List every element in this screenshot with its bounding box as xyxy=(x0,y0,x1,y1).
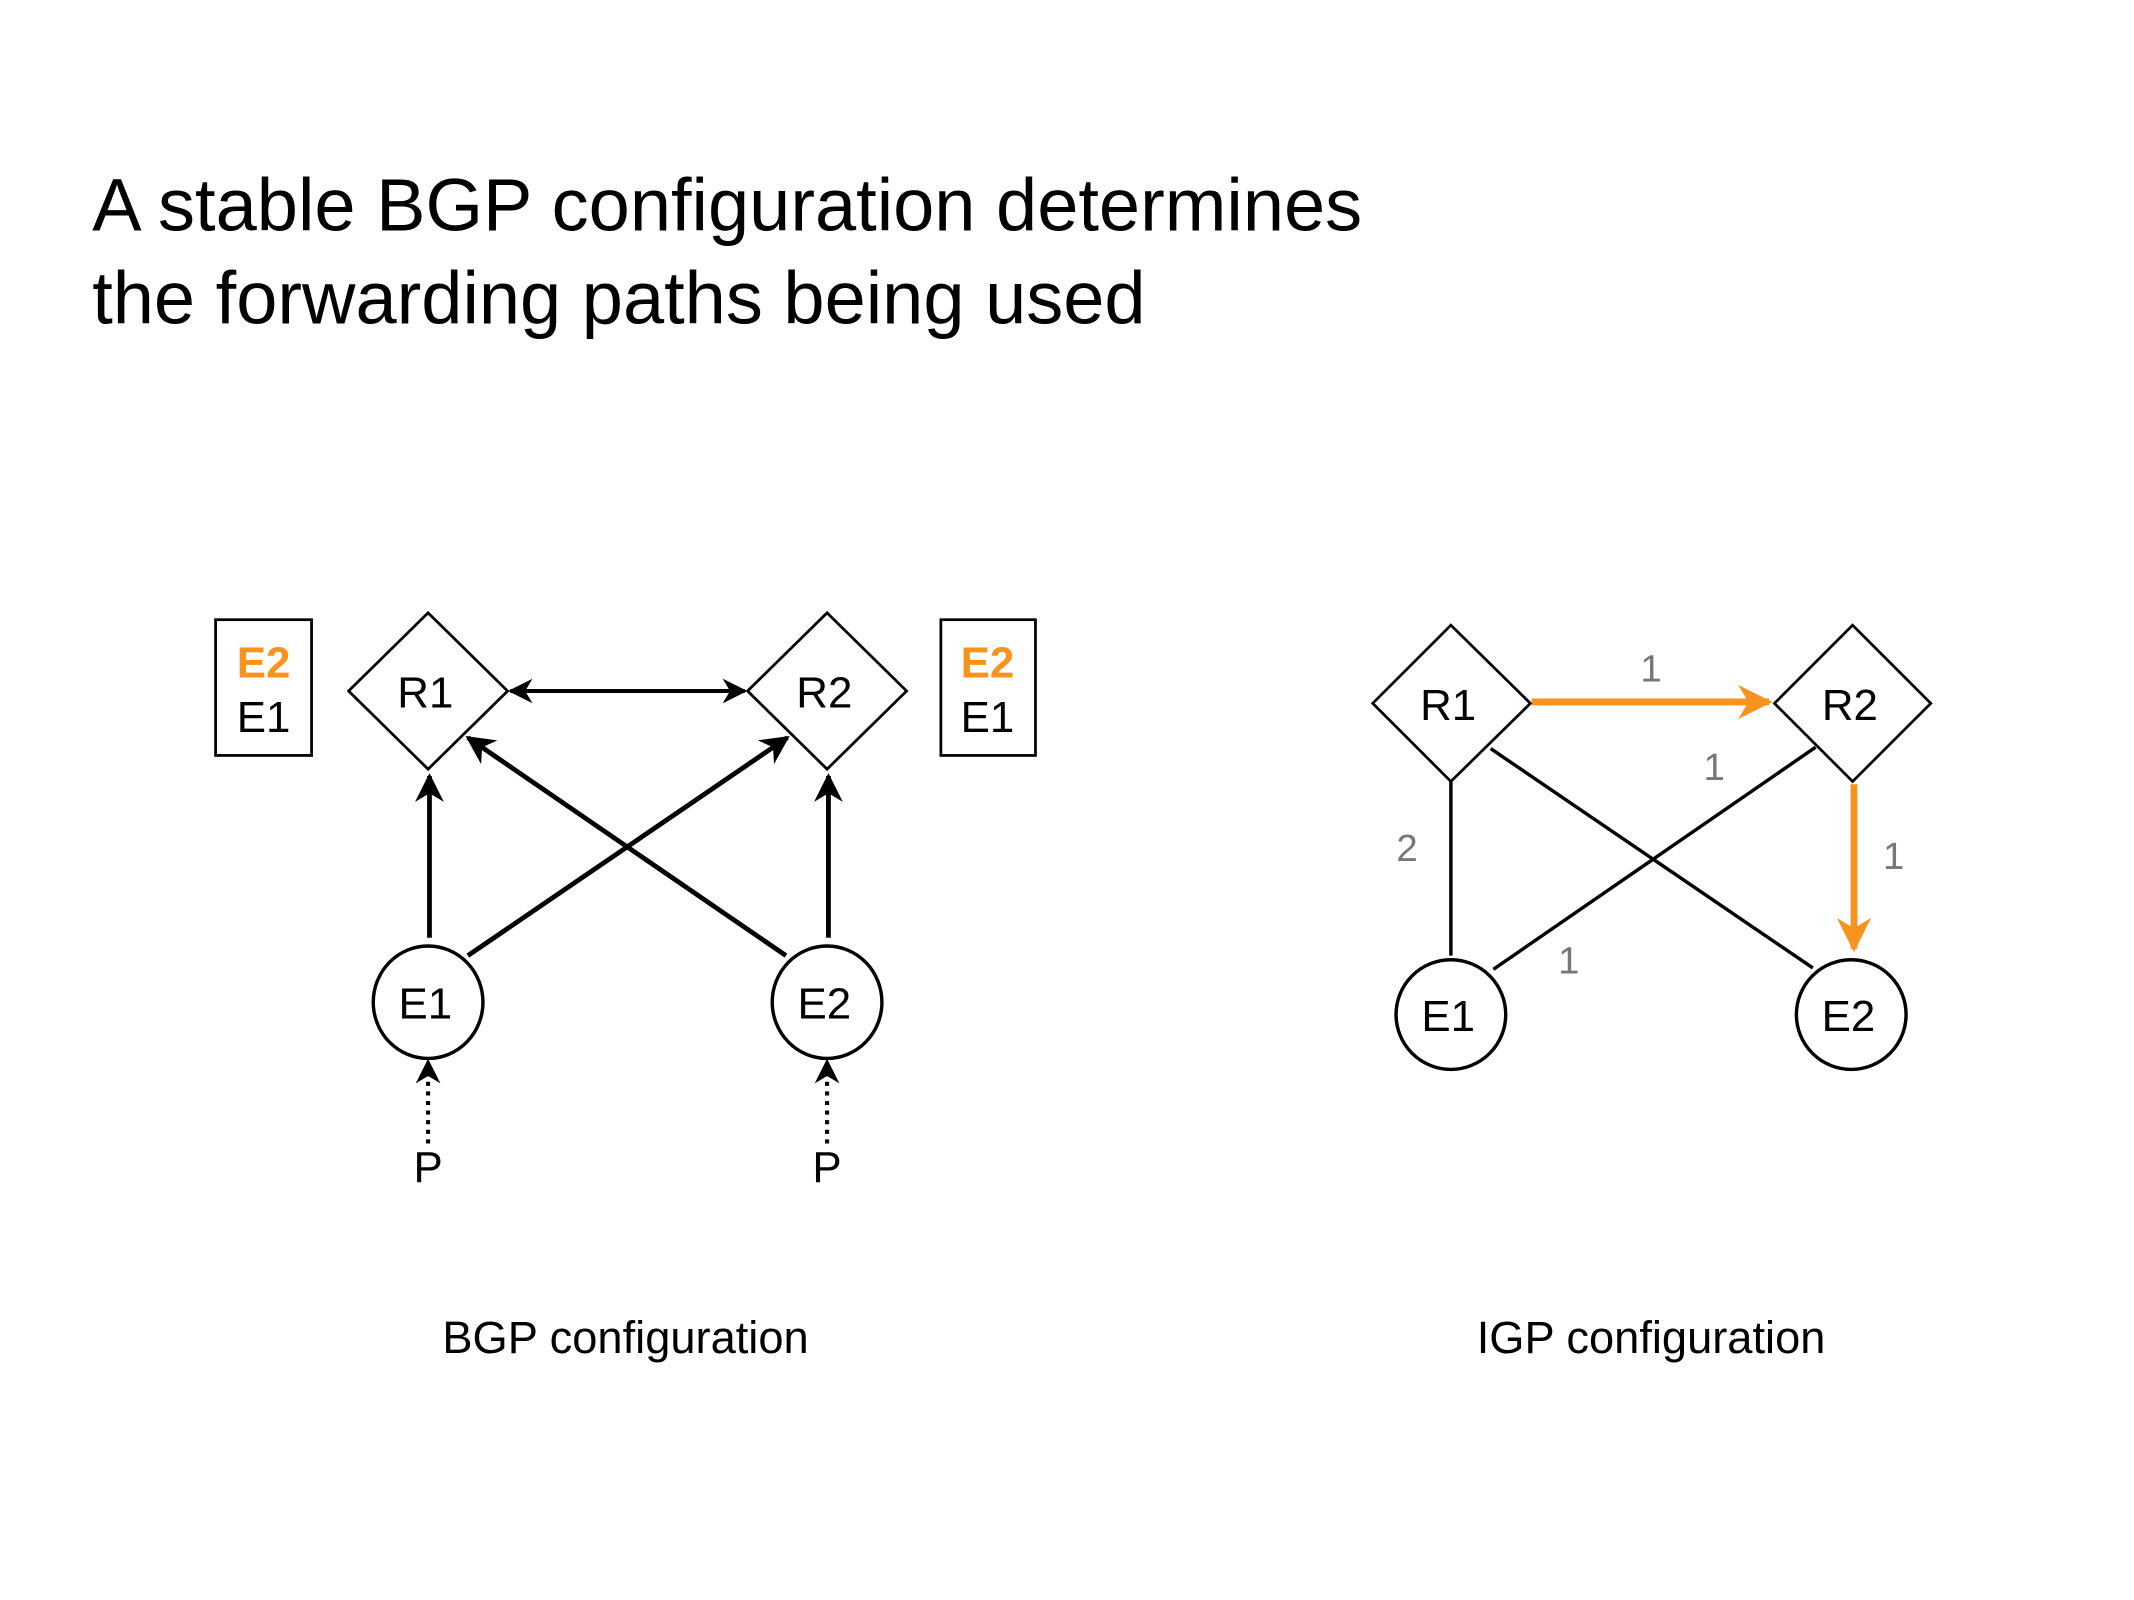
r2-e1-link xyxy=(1492,745,1817,971)
r1-table-other: E1 xyxy=(237,693,291,742)
r2-preference-table xyxy=(939,618,1037,757)
weight-r2-e1: 1 xyxy=(1703,746,1724,789)
bgp-r1-node xyxy=(346,610,510,772)
bgp-diagram: E2 E1 E2 E1 R1 R2 E1 E2 P P BGP configur… xyxy=(214,610,1037,1363)
bgp-e1-label: E1 xyxy=(399,980,453,1029)
bgp-e2-node xyxy=(770,944,884,1061)
weight-r1-r2: 1 xyxy=(1640,647,1661,690)
bgp-caption: BGP configuration xyxy=(442,1312,808,1363)
igp-e2-node xyxy=(1794,958,1908,1072)
bgp-r1-label: R1 xyxy=(397,668,453,717)
r1-table-preferred: E2 xyxy=(237,638,291,687)
slide-title-line1: A stable BGP configuration determines xyxy=(92,163,1362,246)
r1-preference-table xyxy=(214,618,313,757)
prefix-right-label: P xyxy=(812,1143,841,1192)
weight-r1-e1: 2 xyxy=(1396,827,1417,870)
weight-r2-e2: 1 xyxy=(1883,835,1904,878)
weight-r1-e2: 1 xyxy=(1558,939,1579,982)
bgp-r2-label: R2 xyxy=(796,668,852,717)
r2-table-preferred: E2 xyxy=(961,638,1015,687)
igp-e1-label: E1 xyxy=(1421,992,1475,1041)
igp-r2-label: R2 xyxy=(1822,681,1878,730)
igp-r2-node xyxy=(1772,623,1933,784)
igp-diagram: R1 R2 E1 E2 1 1 2 1 1 IGP configuration xyxy=(1370,623,1933,1363)
bgp-r2-node xyxy=(745,610,909,772)
igp-caption: IGP configuration xyxy=(1477,1312,1826,1363)
prefix-left-label: P xyxy=(413,1143,442,1192)
igp-e1-node xyxy=(1394,958,1508,1072)
bgp-e2-label: E2 xyxy=(797,980,851,1029)
igp-e2-label: E2 xyxy=(1822,992,1876,1041)
e2-r1-arrow xyxy=(465,735,788,958)
slide-title-line2: the forwarding paths being used xyxy=(92,257,1145,340)
r2-table-other: E1 xyxy=(961,693,1015,742)
igp-r1-label: R1 xyxy=(1420,681,1476,730)
bgp-e1-node xyxy=(371,944,485,1061)
igp-r1-node xyxy=(1370,623,1533,784)
